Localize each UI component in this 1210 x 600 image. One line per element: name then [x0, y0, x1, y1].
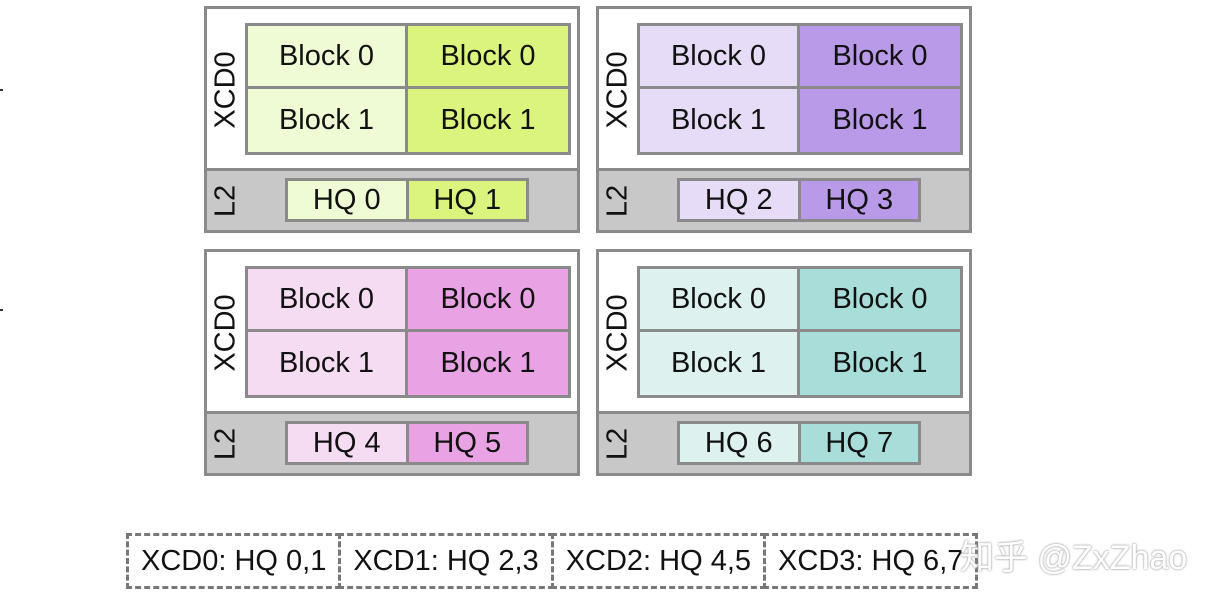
block-cell: Block 0 — [640, 269, 800, 332]
xcd-label: XCD0 — [209, 51, 242, 129]
block-cell: Block 0 — [640, 26, 800, 89]
block-grid: Block 0 Block 0 Block 1 Block 1 — [245, 266, 571, 398]
hq-pair: HQ 6 HQ 7 — [677, 421, 921, 465]
block-cell: Block 0 — [248, 269, 408, 332]
edge-mark-bottom — [0, 309, 3, 311]
hq-cell: HQ 7 — [800, 424, 918, 462]
hq-cell: HQ 5 — [408, 424, 526, 462]
hq-cell: HQ 3 — [800, 181, 918, 219]
block-cell: Block 1 — [408, 332, 568, 395]
hq-cell: HQ 1 — [408, 181, 526, 219]
block-grid: Block 0 Block 0 Block 1 Block 1 — [637, 266, 963, 398]
l2-label: L2 — [209, 427, 242, 461]
xcd-label: XCD0 — [209, 294, 242, 372]
block-cell: Block 0 — [408, 26, 568, 89]
xcd-label: XCD0 — [601, 294, 634, 372]
l2-label: L2 — [209, 184, 242, 218]
block-cell: Block 1 — [640, 89, 800, 152]
xcd-panel-2: XCD0 Block 0 Block 0 Block 1 Block 1 L2 … — [204, 249, 580, 476]
block-cell: Block 0 — [408, 269, 568, 332]
block-cell: Block 0 — [800, 269, 960, 332]
hq-cell: HQ 4 — [288, 424, 409, 462]
block-cell: Block 1 — [408, 89, 568, 152]
block-cell: Block 1 — [248, 332, 408, 395]
block-cell: Block 1 — [248, 89, 408, 152]
legend-item: XCD1: HQ 2,3 — [338, 533, 554, 589]
l2-cache-bar: L2 HQ 2 HQ 3 — [599, 168, 969, 230]
hq-cell: HQ 0 — [288, 181, 409, 219]
hq-pair: HQ 2 HQ 3 — [677, 178, 921, 222]
l2-cache-bar: L2 HQ 0 HQ 1 — [207, 168, 577, 230]
hq-mapping-legend: XCD0: HQ 0,1 XCD1: HQ 2,3 XCD2: HQ 4,5 X… — [126, 533, 979, 589]
l2-cache-bar: L2 HQ 6 HQ 7 — [599, 411, 969, 473]
l2-label: L2 — [601, 427, 634, 461]
block-cell: Block 1 — [800, 332, 960, 395]
l2-cache-bar: L2 HQ 4 HQ 5 — [207, 411, 577, 473]
block-grid: Block 0 Block 0 Block 1 Block 1 — [637, 23, 963, 155]
block-cell: Block 0 — [248, 26, 408, 89]
xcd-panel-1: XCD0 Block 0 Block 0 Block 1 Block 1 L2 … — [596, 6, 972, 233]
block-grid: Block 0 Block 0 Block 1 Block 1 — [245, 23, 571, 155]
legend-item: XCD0: HQ 0,1 — [126, 533, 342, 589]
hq-cell: HQ 2 — [680, 181, 801, 219]
hq-cell: HQ 6 — [680, 424, 801, 462]
hq-pair: HQ 0 HQ 1 — [285, 178, 529, 222]
block-cell: Block 1 — [640, 332, 800, 395]
block-cell: Block 1 — [800, 89, 960, 152]
xcd-label: XCD0 — [601, 51, 634, 129]
legend-item: XCD3: HQ 6,7 — [763, 533, 979, 589]
watermark: 知乎 @ZxZhao — [960, 539, 1188, 577]
block-cell: Block 0 — [800, 26, 960, 89]
legend-item: XCD2: HQ 4,5 — [550, 533, 767, 589]
xcd-panel-3: XCD0 Block 0 Block 0 Block 1 Block 1 L2 … — [596, 249, 972, 476]
hq-pair: HQ 4 HQ 5 — [285, 421, 529, 465]
edge-mark-top — [0, 89, 3, 91]
l2-label: L2 — [601, 184, 634, 218]
xcd-panel-0: XCD0 Block 0 Block 0 Block 1 Block 1 L2 … — [204, 6, 580, 233]
